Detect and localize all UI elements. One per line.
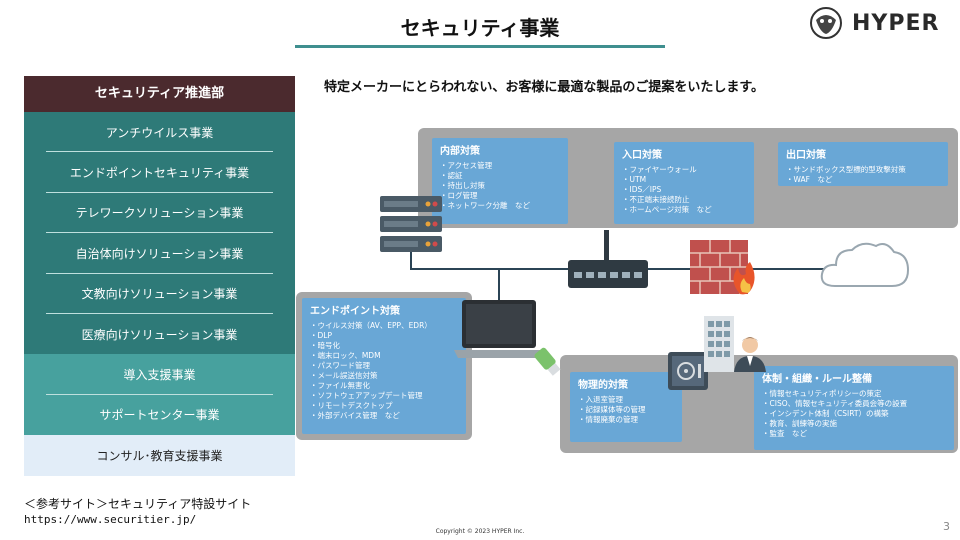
building-icon (704, 316, 734, 372)
menu-separator (46, 312, 273, 314)
endpoint-measures-box: エンドポイント対策 ・ウイルス対策（AV、EPP、EDR） ・DLP ・暗号化 … (302, 298, 466, 434)
cloud-icon (820, 242, 910, 287)
governance-box: 体制・組織・ルール整備 ・情報セキュリティポリシーの策定 ・CISO、情報セキュ… (754, 366, 954, 450)
safe-icon (668, 352, 708, 390)
menu-item-introduction[interactable]: 導入支援事業 (24, 354, 295, 395)
list-item: ・端末ロック、MDM (310, 351, 381, 360)
list-item: ・入退室管理 (578, 395, 623, 404)
menu-item-label: 文教向けソリューション事業 (81, 287, 238, 302)
list-item: ・ソフトウェアアップデート管理 (310, 391, 423, 400)
hyper-logo-icon (810, 7, 842, 39)
list-item: ・WAF など (786, 175, 833, 184)
list-item: ・持出し対策 (440, 181, 485, 190)
menu-item-education[interactable]: 文教向けソリューション事業 (24, 274, 295, 314)
list-item: ・CISO、情報セキュリティ委員会等の設置 (762, 399, 908, 408)
list-item: ・監査 など (762, 429, 807, 438)
list-item: ・ログ管理 (440, 191, 478, 200)
network-line-laptop (498, 268, 500, 302)
hyper-logo: HYPER (806, 6, 956, 42)
menu-separator (46, 191, 273, 193)
menu-group-consulting: コンサル･教育支援事業 (24, 435, 295, 476)
list-item: ・リモートデスクトップ (310, 401, 393, 410)
menu-item-label: アンチウイルス事業 (105, 125, 214, 140)
box-title: 内部対策 (440, 146, 480, 157)
list-item: ・情報セキュリティポリシーの策定 (762, 389, 882, 398)
box-title: 出口対策 (786, 150, 826, 161)
list-item: ・情報廃棄の管理 (578, 415, 638, 424)
menu-item-consulting[interactable]: コンサル･教育支援事業 (24, 435, 295, 475)
page-number: 3 (943, 520, 950, 533)
box-title: エンドポイント対策 (310, 306, 400, 317)
box-title: 物理的対策 (578, 380, 628, 391)
list-item: ・ウイルス対策（AV、EPP、EDR） (310, 321, 432, 330)
menu-item-support-center[interactable]: サポートセンター事業 (24, 395, 295, 435)
list-item: ・認証 (440, 171, 463, 180)
business-menu: セキュリティア推進部 アンチウイルス事業 エンドポイントセキュリティ事業 テレワ… (24, 76, 295, 476)
menu-item-antivirus[interactable]: アンチウイルス事業 (24, 112, 295, 153)
intro-text: 特定メーカーにとらわれない、お客様に最適な製品のご提案をいたします。 (324, 80, 765, 95)
menu-item-municipal[interactable]: 自治体向けソリューション事業 (24, 233, 295, 274)
exit-measures-box: 出口対策 ・サンドボックス型標的型攻撃対策 ・WAF など (778, 142, 948, 186)
list-item: ・教育、訓練等の実施 (762, 419, 837, 428)
server-icon (380, 196, 442, 252)
list-item: ・暗号化 (310, 341, 340, 350)
menu-item-label: 導入支援事業 (123, 368, 196, 383)
menu-item-medical[interactable]: 医療向けソリューション事業 (24, 314, 295, 354)
menu-item-label: 医療向けソリューション事業 (81, 327, 238, 342)
usb-icon (534, 347, 561, 376)
entrance-measures-box: 入口対策 ・ファイヤーウォール ・UTM ・IDS／IPS ・不正端末接続防止 … (614, 142, 754, 224)
list-item: ・ホームページ対策 など (622, 205, 712, 214)
menu-item-endpoint[interactable]: エンドポイントセキュリティ事業 (24, 152, 295, 193)
menu-separator (46, 232, 273, 234)
list-item: ・ファイル無害化 (310, 381, 370, 390)
copyright: Copyright © 2023 HYPER Inc. (435, 528, 525, 535)
box-title: 体制・組織・ルール整備 (762, 374, 872, 385)
physical-measures-box: 物理的対策 ・入退室管理 ・記録媒体等の管理 ・情報廃棄の管理 (570, 372, 682, 442)
list-item: ・IDS／IPS (622, 185, 662, 194)
network-line-server (410, 252, 412, 270)
menu-separator (46, 272, 273, 274)
firewall-icon (690, 240, 755, 295)
list-item: ・UTM (622, 175, 647, 184)
person-icon (734, 337, 766, 372)
menu-item-label: 自治体向けソリューション事業 (75, 246, 244, 261)
list-item: ・DLP (310, 331, 332, 340)
menu-item-label: テレワークソリューション事業 (75, 206, 244, 221)
logo-text: HYPER (852, 11, 940, 36)
reference-label: ＜参考サイト＞セキュリティア特設サイト (24, 497, 252, 511)
menu-separator (46, 151, 273, 153)
list-item: ・アクセス管理 (440, 161, 493, 170)
list-item: ・ファイヤーウォール (622, 165, 697, 174)
list-item: ・記録媒体等の管理 (578, 405, 646, 414)
menu-group-support: 導入支援事業 サポートセンター事業 (24, 354, 295, 436)
router-icon (568, 230, 648, 288)
menu-item-label: エンドポイントセキュリティ事業 (69, 166, 250, 181)
list-item: ・外部デバイス管理 など (310, 411, 400, 420)
list-item: ・不正端末接続防止 (622, 195, 690, 204)
list-item: ・ネットワーク分離 など (440, 201, 530, 210)
reference-url[interactable]: https://www.securitier.jp/ (24, 513, 197, 526)
laptop-icon (454, 300, 544, 358)
title-underline (295, 45, 665, 48)
menu-group-solutions: アンチウイルス事業 エンドポイントセキュリティ事業 テレワークソリューション事業… (24, 112, 295, 355)
menu-item-telework[interactable]: テレワークソリューション事業 (24, 193, 295, 234)
list-item: ・パスワード管理 (310, 361, 370, 370)
menu-item-label: コンサル･教育支援事業 (96, 448, 223, 463)
list-item: ・インシデント体制（CSIRT）の構築 (762, 409, 889, 418)
box-title: 入口対策 (622, 150, 662, 161)
internal-measures-box: 内部対策 ・アクセス管理 ・認証 ・持出し対策 ・ログ管理 ・ネットワーク分離 … (432, 138, 568, 224)
menu-separator (46, 393, 273, 395)
page-title: セキュリティ事業 (400, 16, 560, 40)
menu-heading: セキュリティア推進部 (24, 76, 295, 112)
menu-item-label: サポートセンター事業 (99, 408, 220, 423)
list-item: ・メール誤送信対策 (310, 371, 378, 380)
list-item: ・サンドボックス型標的型攻撃対策 (786, 165, 906, 174)
